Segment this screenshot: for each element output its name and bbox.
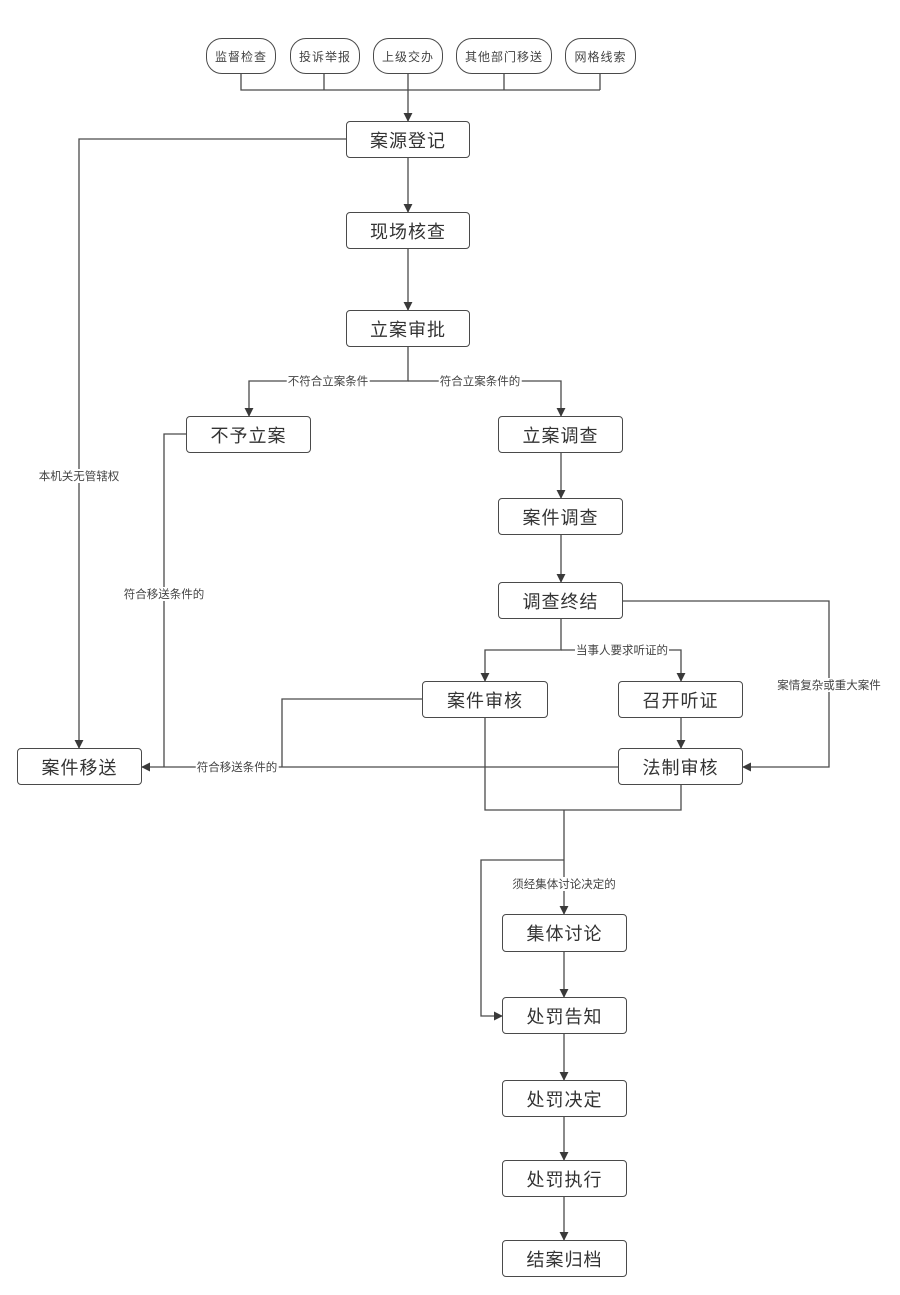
- edge-case-review-to-transfer: [281, 698, 422, 767]
- node-case-transfer[interactable]: 案件移送: [17, 748, 142, 785]
- edge-end-split: [480, 619, 562, 682]
- node-penalty-notice[interactable]: 处罚告知: [502, 997, 627, 1034]
- edge-nofiling-to-transfer: [163, 433, 186, 767]
- source-grid[interactable]: 网格线索: [565, 38, 636, 74]
- node-penalty-execution[interactable]: 处罚执行: [502, 1160, 627, 1197]
- edge-sources-merge: [240, 74, 601, 91]
- label-transfer-condition-left: 符合移送条件的: [122, 587, 206, 601]
- edge-merge-to-notice: [480, 859, 564, 1021]
- node-case-archive[interactable]: 结案归档: [502, 1240, 627, 1277]
- node-case-review[interactable]: 案件审核: [422, 681, 548, 718]
- source-supervision[interactable]: 监督检查: [206, 38, 276, 74]
- label-needs-collective-discussion: 须经集体讨论决定的: [511, 877, 617, 891]
- node-penalty-decision[interactable]: 处罚决定: [502, 1080, 627, 1117]
- edge-register-to-transfer: [74, 138, 346, 749]
- label-no-jurisdiction: 本机关无管辖权: [37, 469, 121, 483]
- node-collective-discussion[interactable]: 集体讨论: [502, 914, 627, 952]
- node-investigation-end[interactable]: 调查终结: [498, 582, 623, 619]
- label-not-meet-filing: 不符合立案条件: [286, 374, 370, 388]
- source-other-dept[interactable]: 其他部门移送: [456, 38, 552, 74]
- node-legal-review[interactable]: 法制审核: [618, 748, 743, 785]
- node-no-filing[interactable]: 不予立案: [186, 416, 311, 453]
- label-meet-filing: 符合立案条件的: [438, 374, 522, 388]
- node-filing-investigation[interactable]: 立案调查: [498, 416, 623, 453]
- label-party-requests-hearing: 当事人要求听证的: [575, 643, 669, 657]
- label-transfer-condition-bottom: 符合移送条件的: [195, 760, 279, 774]
- node-filing-approval[interactable]: 立案审批: [346, 310, 470, 347]
- node-onsite-check[interactable]: 现场核查: [346, 212, 470, 249]
- label-complex-major-case: 案情复杂或重大案件: [776, 678, 882, 692]
- source-superior[interactable]: 上级交办: [373, 38, 443, 74]
- edge-reviews-merge: [484, 718, 682, 811]
- source-complaint[interactable]: 投诉举报: [290, 38, 360, 74]
- node-hearing[interactable]: 召开听证: [618, 681, 743, 718]
- node-case-investigation[interactable]: 案件调查: [498, 498, 623, 535]
- node-register[interactable]: 案源登记: [346, 121, 470, 158]
